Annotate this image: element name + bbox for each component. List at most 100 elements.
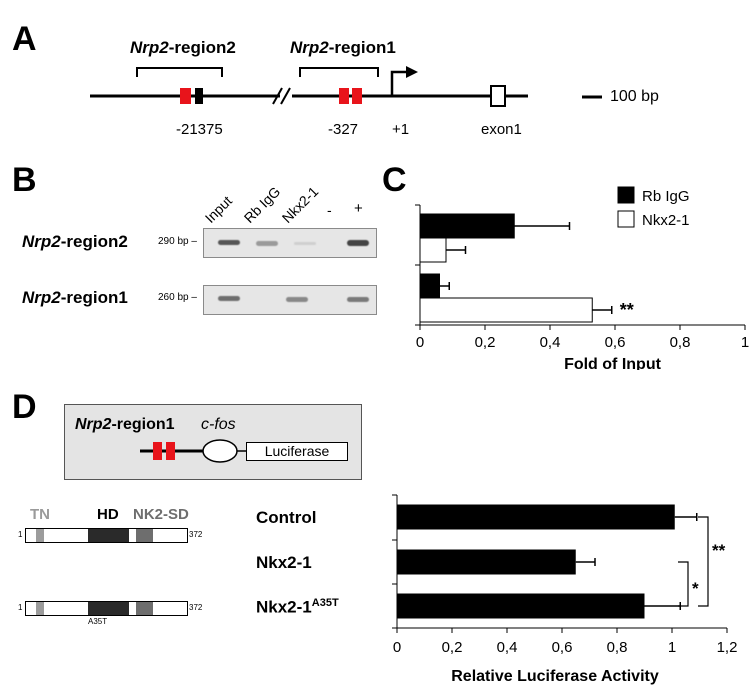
condition-nkx-a35t-sup: A35T: [311, 597, 339, 609]
bar: [419, 297, 593, 323]
gel-row2-label: Nrp2-region1: [22, 288, 128, 308]
significance-bracket: [698, 516, 709, 607]
hd-domain: [88, 602, 129, 615]
legend-swatch: [617, 210, 635, 228]
legend-label: Rb IgG: [642, 188, 690, 205]
x-tick-label: 0,6: [552, 639, 573, 656]
condition-control: Control: [256, 508, 317, 527]
scale-label: 100 bp: [610, 88, 659, 105]
x-tick-label: 0,6: [605, 334, 626, 351]
significance-marker: **: [620, 300, 634, 320]
tss-label: +1: [392, 121, 410, 138]
bar: [419, 237, 447, 263]
exon-label: exon1: [481, 121, 522, 138]
gel-row1-suffix: -region2: [60, 232, 128, 251]
position-region1: -327: [328, 121, 359, 138]
x-tick-label: 1: [668, 639, 676, 656]
gel-row2-size-text: 260 bp: [158, 292, 189, 303]
x-tick-label: 0: [416, 334, 424, 351]
significance-marker: **: [712, 541, 726, 560]
nk2sd-domain: [136, 602, 153, 615]
gel-row1-label: Nrp2-region2: [22, 232, 128, 252]
region2-label: Nrp2-region2: [130, 38, 236, 58]
region1-suffix: -region1: [328, 38, 396, 57]
region2-suffix: -region2: [168, 38, 236, 57]
gel-band: [256, 241, 278, 246]
gel-band: [218, 296, 240, 301]
construct-region-label: Nrp2-region1: [75, 416, 175, 434]
bar: [397, 593, 645, 619]
panel-c-letter: C: [382, 161, 407, 199]
protein-mut-start: 1: [18, 603, 23, 612]
hd-domain: [88, 529, 129, 542]
gel-row1: [203, 228, 377, 258]
lane-label-pos: +: [354, 200, 363, 217]
promoter-oval: [202, 439, 238, 463]
x-tick-label: 0,4: [497, 639, 518, 656]
lane-label-nkx: Nkx2-1: [278, 183, 322, 226]
gel-row1-size-text: 290 bp: [158, 236, 189, 247]
lane-label-neg: -: [327, 202, 332, 218]
region2-gene: Nrp2: [130, 38, 169, 57]
construct-gene: Nrp2: [75, 416, 112, 433]
tss-arrowhead: [406, 66, 418, 78]
position-region2: -21375: [176, 121, 223, 138]
tss-arrow: [390, 70, 408, 96]
bar: [419, 213, 515, 239]
break-mark-1: [272, 87, 283, 105]
condition-nkx-a35t: Nkx2-1A35T: [256, 597, 339, 618]
construct-diagram: [140, 439, 246, 463]
bar: [397, 549, 576, 575]
binding-site-red: [180, 88, 191, 104]
binding-site-red: [352, 88, 362, 104]
luciferase-box: Luciferase: [246, 442, 348, 461]
gel-band: [218, 240, 240, 245]
gel-row1-size: 290 bp –: [158, 236, 197, 247]
gel-band: [347, 297, 369, 302]
x-tick-label: 0,2: [442, 639, 463, 656]
panel-d-letter: D: [12, 388, 37, 426]
domain-label-tn: TN: [30, 506, 50, 523]
x-tick-label: 0,8: [670, 334, 691, 351]
gel-row2-suffix: -region1: [60, 288, 128, 307]
binding-site-black: [195, 88, 203, 104]
panel-a-letter: A: [12, 20, 37, 58]
break-mark-2: [280, 87, 291, 105]
x-tick-label: 0: [393, 639, 401, 656]
x-tick-label: 0,8: [607, 639, 628, 656]
significance-marker: *: [692, 579, 699, 598]
domain-label-hd: HD: [97, 506, 119, 523]
condition-nkx: Nkx2-1: [256, 553, 312, 572]
x-tick-label: 0,2: [475, 334, 496, 351]
tn-domain: [36, 529, 44, 542]
exon-box: [490, 85, 506, 107]
bar: [419, 273, 440, 299]
x-axis-title: Relative Luciferase Activity: [451, 668, 659, 685]
protein-mut-end: 372: [189, 603, 203, 612]
gel-row2-gene: Nrp2: [22, 288, 61, 307]
x-axis-title: Fold of Input: [564, 356, 662, 370]
tn-domain: [36, 602, 44, 615]
x-tick-label: 1,2: [717, 639, 738, 656]
mutation-label: A35T: [88, 617, 108, 626]
protein-start: 1: [18, 530, 23, 539]
region1-label: Nrp2-region1: [290, 38, 396, 58]
domain-label-nk2sd: NK2-SD: [133, 506, 189, 523]
legend-label: Nkx2-1: [642, 212, 690, 229]
region2-bracket: [136, 67, 223, 77]
gene-diagram: [90, 66, 602, 107]
lane-label-rbigg: Rb IgG: [240, 183, 284, 226]
gel-row1-gene: Nrp2: [22, 232, 61, 251]
region1-bracket: [299, 67, 379, 77]
lane-label-input: Input: [201, 192, 236, 226]
binding-site-red: [339, 88, 349, 104]
construct-promoter-label: c-fos: [201, 416, 236, 433]
legend-swatch: [617, 186, 635, 204]
protein-mutant: [25, 601, 188, 616]
region1-gene: Nrp2: [290, 38, 329, 57]
significance-bracket: [678, 561, 689, 607]
gel-band: [286, 297, 308, 302]
nk2sd-domain: [136, 529, 153, 542]
